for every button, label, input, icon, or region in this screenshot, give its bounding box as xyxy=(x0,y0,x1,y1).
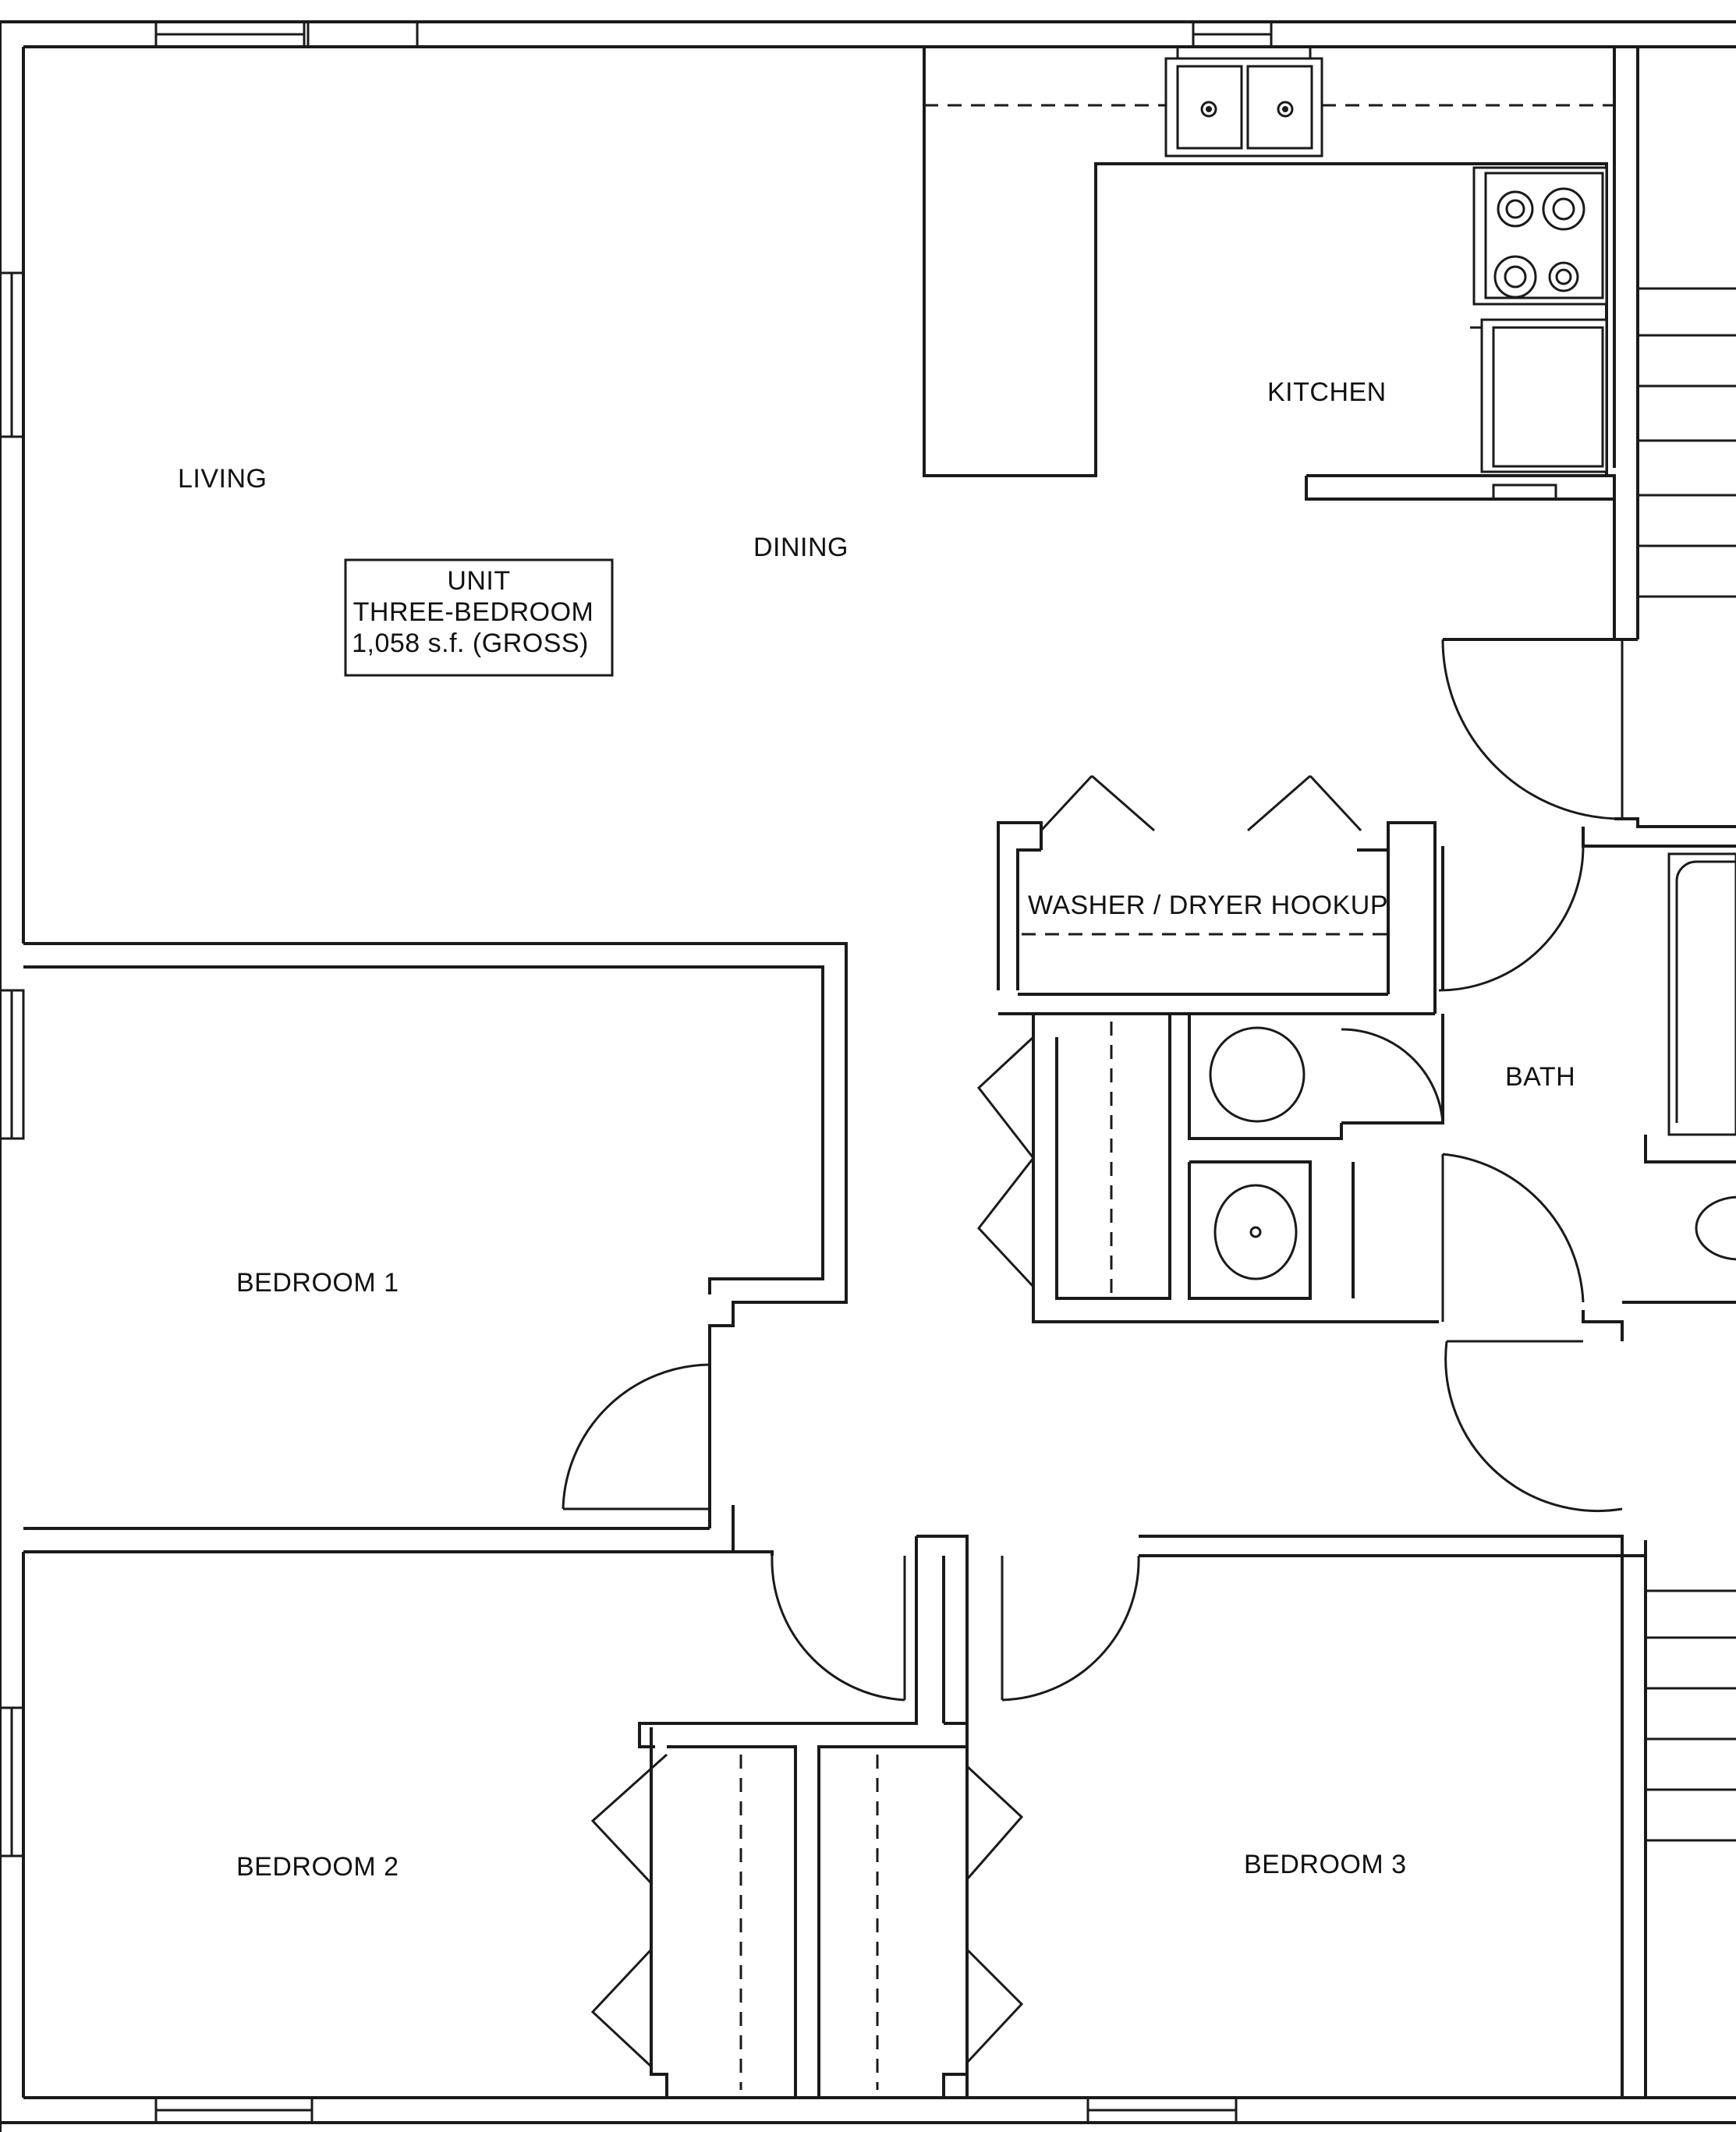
bedroom2-door xyxy=(771,1555,906,1702)
unit-line2: THREE-BEDROOM xyxy=(353,597,594,627)
bedroom-walls xyxy=(22,1535,1646,2098)
hall-closet xyxy=(976,1014,1439,1323)
bedroom3-door xyxy=(1001,1555,1140,1702)
bedroom2-closet xyxy=(590,1727,797,2098)
refrigerator xyxy=(1470,318,1608,473)
bedroom1-label: BEDROOM 1 xyxy=(236,1268,399,1298)
hall-closet-door-right xyxy=(1444,1340,1623,1512)
bath-fixtures-left xyxy=(1188,1014,1444,1300)
laundry-label: WASHER / DRYER HOOKUP xyxy=(1028,891,1388,920)
living-interior-walls xyxy=(23,942,848,1365)
sink xyxy=(1164,47,1323,158)
bedroom1-door xyxy=(562,1363,710,1510)
entry-door xyxy=(1441,638,1624,820)
exterior-walls xyxy=(0,20,1736,2132)
living-label: LIVING xyxy=(178,464,267,494)
bedroom1-walls xyxy=(23,1365,735,1553)
stairs xyxy=(1638,287,1736,1842)
bedroom3-label: BEDROOM 3 xyxy=(1244,1850,1407,1879)
unit-info-box: UNIT THREE-BEDROOM 1,058 s.f. (GROSS) xyxy=(344,558,614,677)
dining-label: DINING xyxy=(753,533,849,562)
windows xyxy=(0,20,1273,2124)
bedroom2-label: BEDROOM 2 xyxy=(236,1852,399,1882)
unit-line3: 1,058 s.f. (GROSS) xyxy=(352,629,589,658)
laundry-closet xyxy=(997,774,1437,1015)
kitchen-label: KITCHEN xyxy=(1267,377,1387,407)
bedroom3-closet xyxy=(817,1745,1024,2098)
range-stove xyxy=(1472,166,1608,306)
bath-room xyxy=(1433,817,1736,1341)
unit-line1: UNIT xyxy=(447,566,510,596)
room-labels: LIVING DINING KITCHEN WASHER / DRYER HOO… xyxy=(178,377,1575,1882)
bath-door xyxy=(1441,1153,1585,1322)
bath-label: BATH xyxy=(1505,1062,1575,1092)
